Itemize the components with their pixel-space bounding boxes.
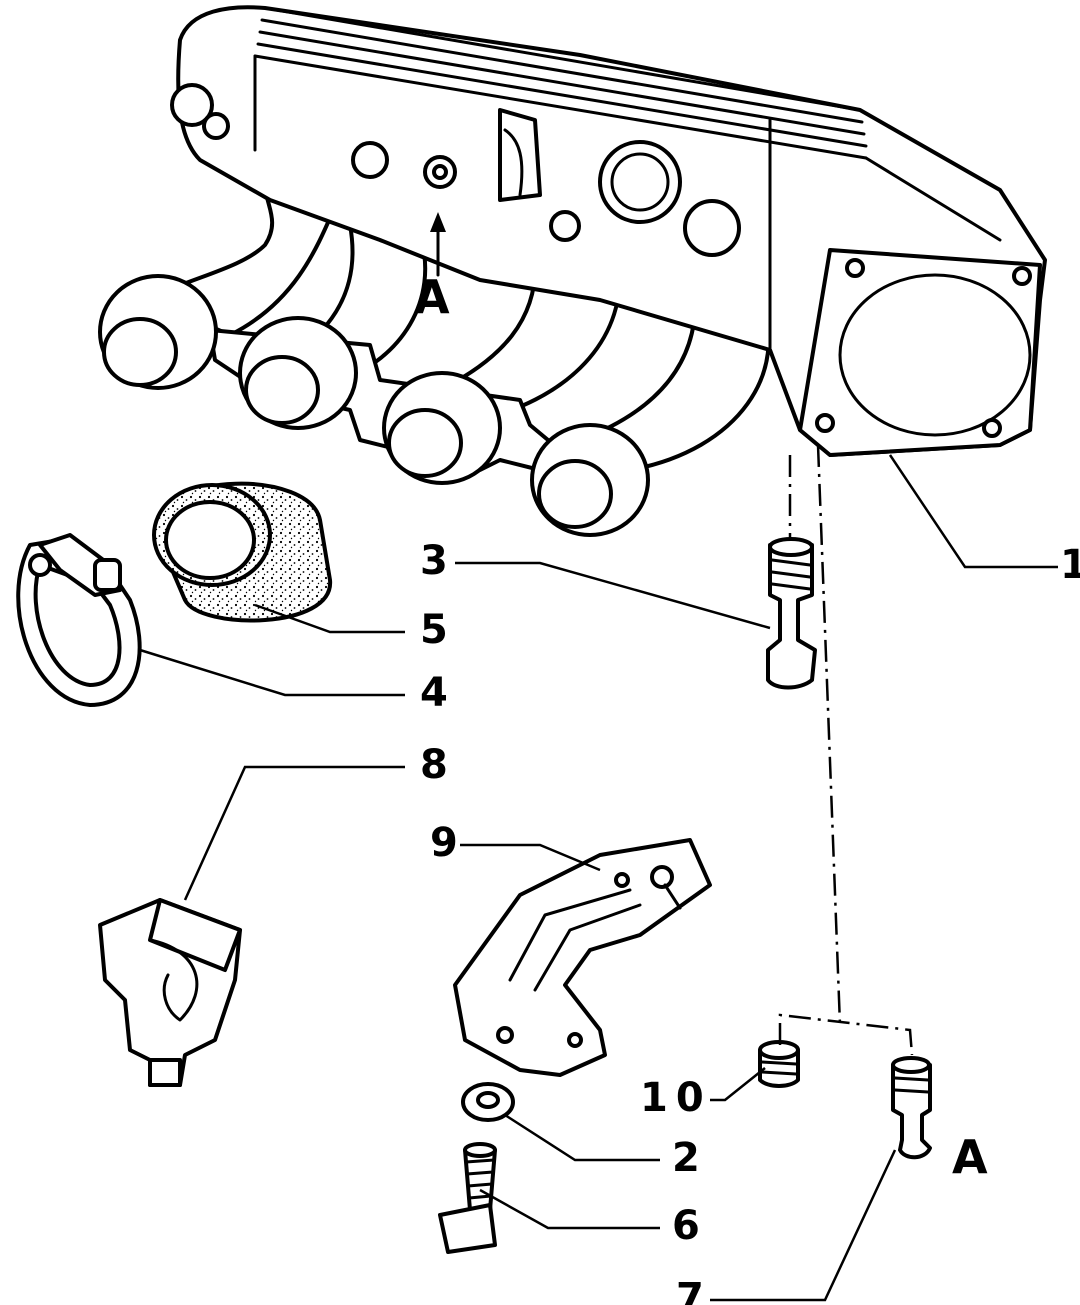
stud-10 bbox=[758, 1040, 800, 1088]
view-marker-a-arrow: A bbox=[414, 270, 450, 324]
bracket-9 bbox=[453, 838, 712, 1077]
callout-6: 6 bbox=[672, 1203, 700, 1249]
runner-port-1 bbox=[98, 274, 218, 390]
callout-5: 5 bbox=[420, 607, 448, 653]
callout-3: 3 bbox=[420, 538, 448, 584]
runner-port-3 bbox=[382, 371, 502, 485]
clip-8 bbox=[98, 898, 242, 1087]
view-marker-a-detail: A bbox=[952, 1130, 988, 1184]
runner-port-4 bbox=[530, 423, 650, 537]
runner-port-2 bbox=[238, 316, 358, 430]
throttle-flange bbox=[798, 248, 1042, 457]
callout-7: 7 bbox=[676, 1275, 704, 1305]
stud-7 bbox=[891, 1056, 932, 1160]
callout-8: 8 bbox=[420, 742, 448, 788]
stud-3 bbox=[766, 537, 817, 690]
bolt-6 bbox=[438, 1142, 497, 1254]
callout-4: 4 bbox=[420, 670, 448, 716]
callout-9: 9 bbox=[430, 820, 458, 866]
washer-2 bbox=[461, 1082, 515, 1122]
callout-2: 2 bbox=[672, 1135, 700, 1181]
callout-1: 1 bbox=[1060, 542, 1080, 588]
callout-10: 10 bbox=[640, 1075, 712, 1121]
callout-labels: 1 2 3 4 5 6 7 8 9 10 A A bbox=[414, 270, 1080, 1305]
hose-clamp bbox=[16, 533, 142, 707]
alignment-lines bbox=[778, 444, 914, 1056]
intake-manifold bbox=[98, 5, 1047, 537]
foam-sleeve bbox=[152, 481, 333, 623]
leader-lines bbox=[139, 454, 1058, 1302]
